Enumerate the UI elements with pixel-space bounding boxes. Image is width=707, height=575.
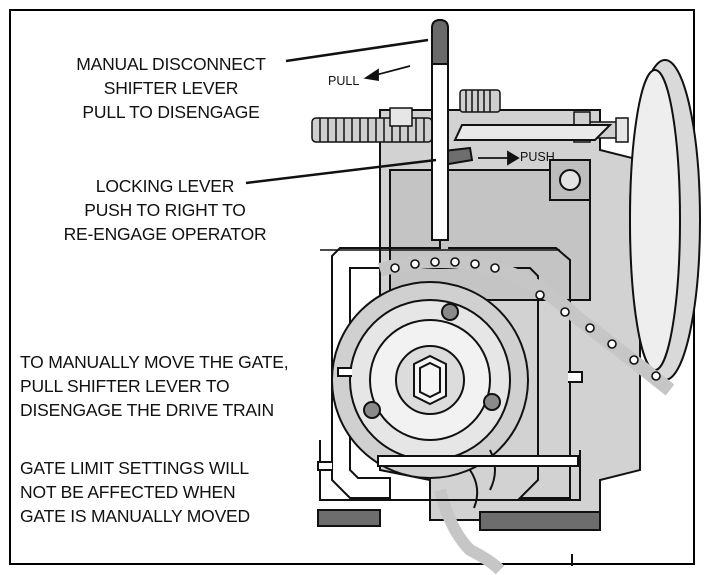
- locking-lever-label: LOCKING LEVER PUSH TO RIGHT TO RE-ENGAGE…: [52, 174, 278, 246]
- spring: [311, 89, 629, 143]
- side-tabs: [317, 367, 583, 566]
- manually-move-label: TO MANUALLY MOVE THE GATE, PULL SHIFTER …: [20, 350, 289, 422]
- shifter-lever: [320, 18, 571, 499]
- manual-disconnect-label: MANUAL DISCONNECT SHIFTER LEVER PULL TO …: [58, 52, 284, 124]
- locking-lever-line-2: PUSH TO RIGHT TO: [84, 200, 246, 220]
- locking-lever-line-1: LOCKING LEVER: [95, 176, 235, 196]
- push-arrow: [478, 150, 520, 166]
- limit-settings-line-3: GATE IS MANUALLY MOVED: [20, 506, 250, 526]
- base-plate: [317, 440, 601, 531]
- manual-disconnect-line-2: SHIFTER LEVER: [103, 78, 239, 98]
- manually-move-line-2: PULL SHIFTER LEVER TO: [20, 376, 230, 396]
- manually-move-line-3: DISENGAGE THE DRIVE TRAIN: [20, 400, 274, 420]
- pull-label: PULL: [328, 74, 360, 88]
- limit-settings-line-1: GATE LIMIT SETTINGS WILL: [20, 458, 249, 478]
- manually-move-line-1: TO MANUALLY MOVE THE GATE,: [20, 352, 289, 372]
- drive-chain: [377, 254, 675, 575]
- manual-disconnect-line-3: PULL TO DISENGAGE: [82, 102, 260, 122]
- locking-lever-line-3: RE-ENGAGE OPERATOR: [63, 224, 267, 244]
- leader-lines: [245, 38, 437, 185]
- pull-arrow: [363, 65, 411, 82]
- limit-settings-line-2: NOT BE AFFECTED WHEN: [20, 482, 236, 502]
- push-label: PUSH: [520, 150, 555, 164]
- manual-disconnect-line-1: MANUAL DISCONNECT: [76, 54, 266, 74]
- limit-settings-label: GATE LIMIT SETTINGS WILL NOT BE AFFECTED…: [20, 456, 250, 528]
- pulley-wheel: [629, 59, 701, 381]
- drive-sprocket: [331, 281, 529, 509]
